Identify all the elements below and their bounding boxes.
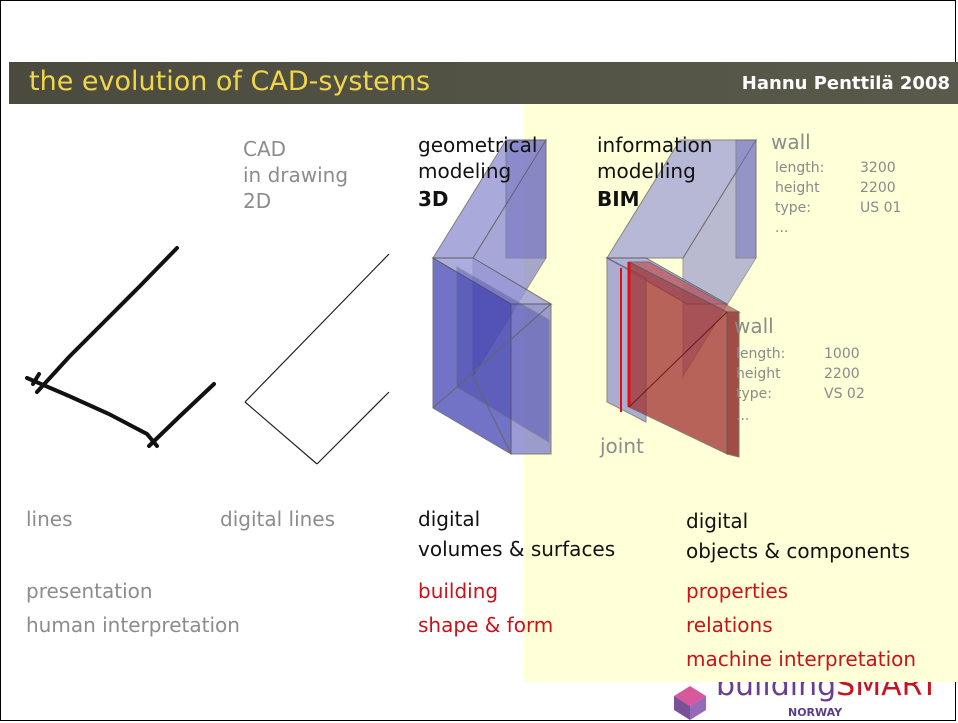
wall-1-val-0: 3200 — [860, 160, 896, 176]
stage-3-label-2: volumes & surfaces — [418, 537, 616, 561]
stage-2-head-3: 2D — [243, 189, 272, 213]
sketch-lines-icon — [25, 246, 216, 448]
bim-objects-icon — [605, 138, 757, 458]
wall-2-key-2: type: — [736, 386, 772, 402]
stage-3-label-1: digital — [418, 507, 481, 531]
logo-sub: NORWAY — [788, 706, 843, 719]
slide: the evolution of CAD-systems Hannu Pentt… — [9, 62, 958, 682]
stage-4-head-1: information — [597, 133, 713, 157]
stage-4-head-2: modelling — [597, 159, 696, 183]
buildingsmart-mark-icon — [674, 686, 706, 720]
stage-4-label-1: digital — [686, 509, 749, 533]
stage-3-head-2: modeling — [418, 159, 512, 183]
wall-2-val-0: 1000 — [824, 346, 860, 362]
wall-2-key-1: height — [736, 366, 781, 382]
stage-1-purpose-2: human interpretation — [26, 613, 240, 637]
stage-1-label: lines — [26, 507, 73, 531]
stage-3-purpose-1: building — [418, 579, 499, 603]
stage-2-label: digital lines — [220, 507, 336, 531]
stage-2-head-2: in drawing — [243, 163, 349, 187]
stage-4-purpose-3: machine interpretation — [686, 647, 917, 671]
wall-1-key-0: length: — [775, 160, 825, 176]
stage-2-head-1: CAD — [243, 137, 287, 161]
wall-2-more: ... — [736, 408, 750, 424]
stage-1-purpose-1: presentation — [26, 579, 153, 603]
stage-3-head-1: geometrical — [418, 133, 538, 157]
wall-1-key-2: type: — [775, 200, 811, 216]
slide-title: the evolution of CAD-systems — [29, 66, 431, 97]
stage-4-label-2: objects & components — [686, 539, 910, 563]
wall-2-val-2: VS 02 — [824, 386, 865, 402]
buildingsmart-logo: buildingSMART NORWAY — [668, 682, 958, 723]
stage-4-head-3: BIM — [597, 187, 640, 211]
wall-1-more: ... — [775, 220, 789, 236]
wall-2-key-0: length: — [736, 346, 786, 362]
wall-1-key-1: height — [775, 180, 820, 196]
stage-4-purpose-1: properties — [686, 579, 789, 603]
stage-4-purpose-2: relations — [686, 613, 773, 637]
title-bar: the evolution of CAD-systems Hannu Pentt… — [9, 62, 958, 104]
wall-1-val-1: 2200 — [860, 180, 896, 196]
slide-author: Hannu Penttilä 2008 — [741, 73, 950, 94]
wall-1-val-2: US 01 — [860, 200, 902, 216]
wall-2-name: wall — [734, 314, 774, 338]
wall-2-val-1: 2200 — [824, 366, 860, 382]
logo-text-b: SMART — [836, 682, 939, 703]
logo-text-a: building — [716, 682, 837, 703]
stage-3-head-3: 3D — [418, 187, 449, 211]
wall-1-name: wall — [771, 130, 811, 154]
logo-wordmark: buildingSMART — [716, 682, 939, 703]
evolution-diagram — [25, 138, 757, 465]
stage-3-purpose-2: shape & form — [418, 613, 554, 637]
joint-label: joint — [600, 434, 644, 458]
geometric-volume-icon — [431, 138, 553, 455]
digital-lines-icon — [244, 253, 390, 465]
